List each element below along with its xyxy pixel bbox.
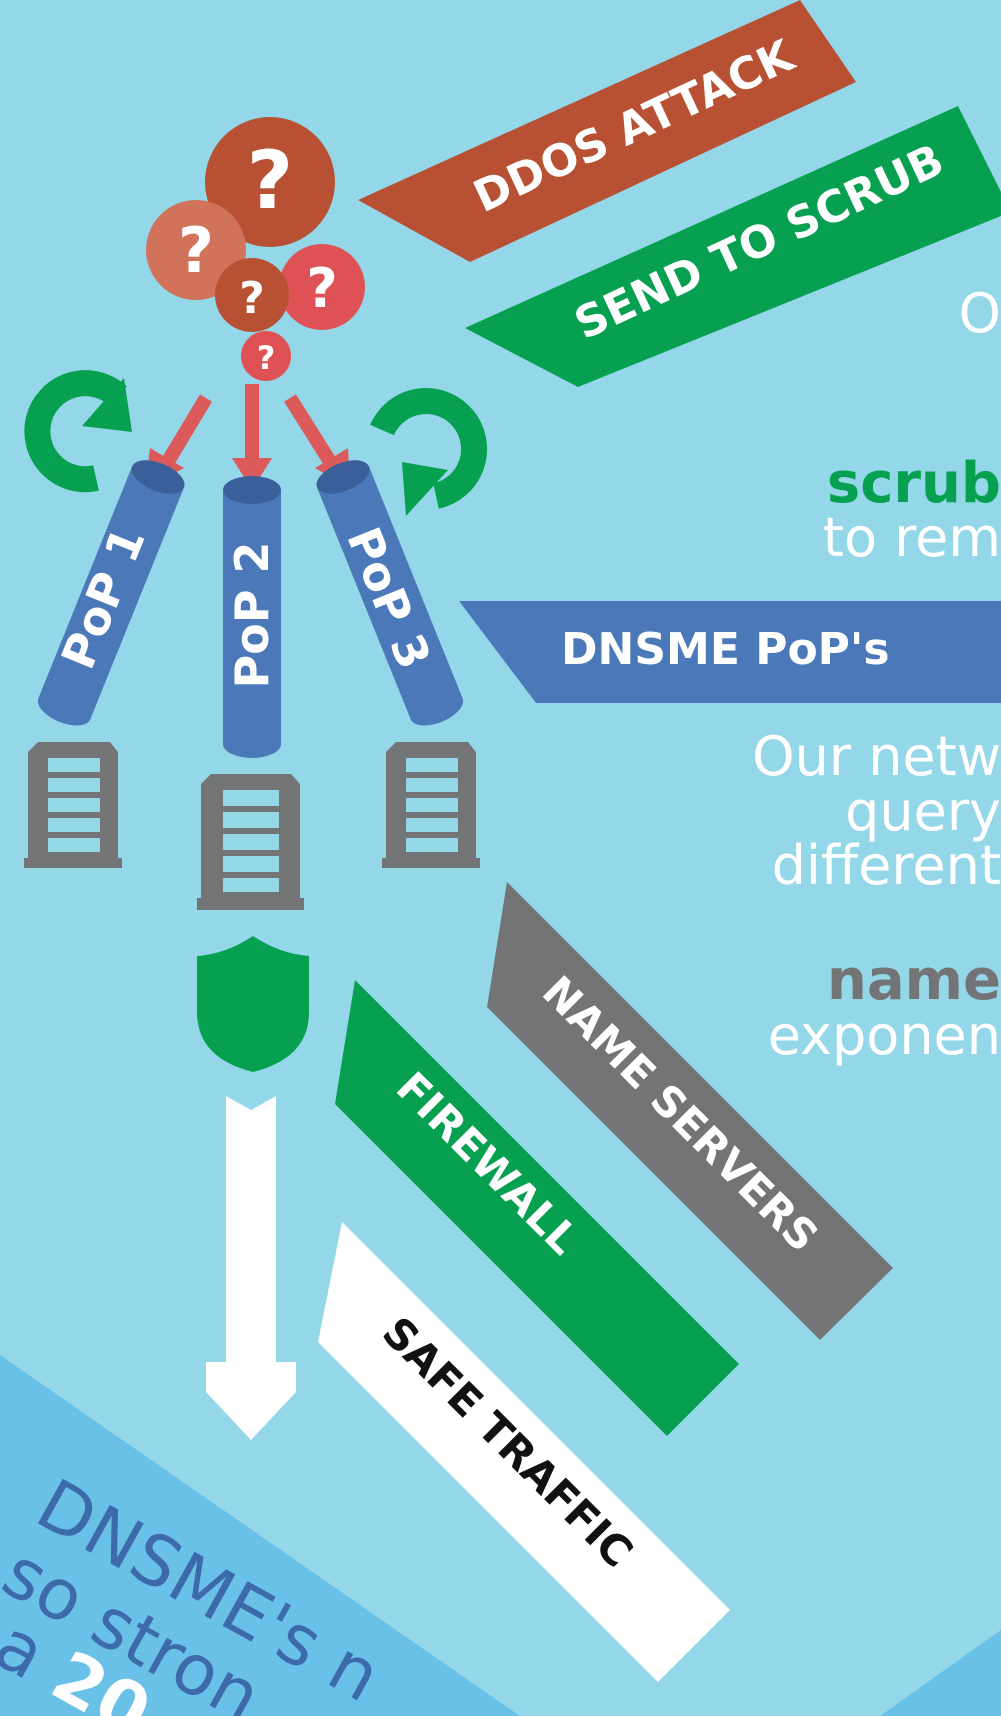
pop1-label: PoP 1 (51, 520, 156, 677)
server-icon (197, 774, 304, 910)
question-cluster: ? ? ? ? ? (146, 117, 365, 381)
reroute-left-icon (24, 370, 132, 493)
pop2-cylinder: PoP 2 (223, 476, 281, 758)
question-bubble-pink (279, 244, 365, 330)
bottom-text-line3: a 20 (0, 1603, 164, 1716)
question-mark-icon: ? (239, 273, 265, 324)
pop1-cylinder: PoP 1 (37, 460, 185, 726)
pop3-label: PoP 3 (336, 520, 441, 677)
question-mark-icon: ? (257, 339, 276, 377)
question-bubble-large (205, 117, 335, 247)
question-bubble-tiny (241, 331, 291, 381)
reroute-right-icon (370, 388, 488, 516)
side-text-network-line1: Our netw (752, 725, 1001, 788)
question-mark-icon: ? (306, 257, 337, 320)
bottom-band-left (0, 1355, 520, 1716)
bottom-band-right (880, 1630, 1001, 1716)
question-bubble-small (215, 258, 289, 332)
shield-icon (197, 936, 309, 1072)
side-text-name-bold: name (827, 948, 1001, 1013)
side-text-network-line2: query (845, 780, 1001, 843)
side-text-scrub-bold: scrub (827, 451, 1001, 516)
side-text-network-line3: different (772, 834, 1001, 897)
question-mark-icon: ? (247, 134, 293, 227)
dnsme-pops-banner: DNSME PoP's (459, 601, 1001, 703)
server-icon (382, 742, 480, 868)
arrow-down-icon (206, 1096, 296, 1440)
side-text-line1: O (958, 282, 1001, 345)
pop2-label: PoP 2 (225, 541, 279, 688)
question-mark-icon: ? (178, 214, 214, 287)
arrow-to-pop2-icon (232, 384, 272, 490)
side-text-name-rest: exponen (768, 1004, 1001, 1067)
server-icon (24, 742, 122, 868)
side-text-scrub-rest: to rem (823, 506, 1001, 569)
dnsme-pops-label: DNSME PoP's (561, 624, 890, 675)
